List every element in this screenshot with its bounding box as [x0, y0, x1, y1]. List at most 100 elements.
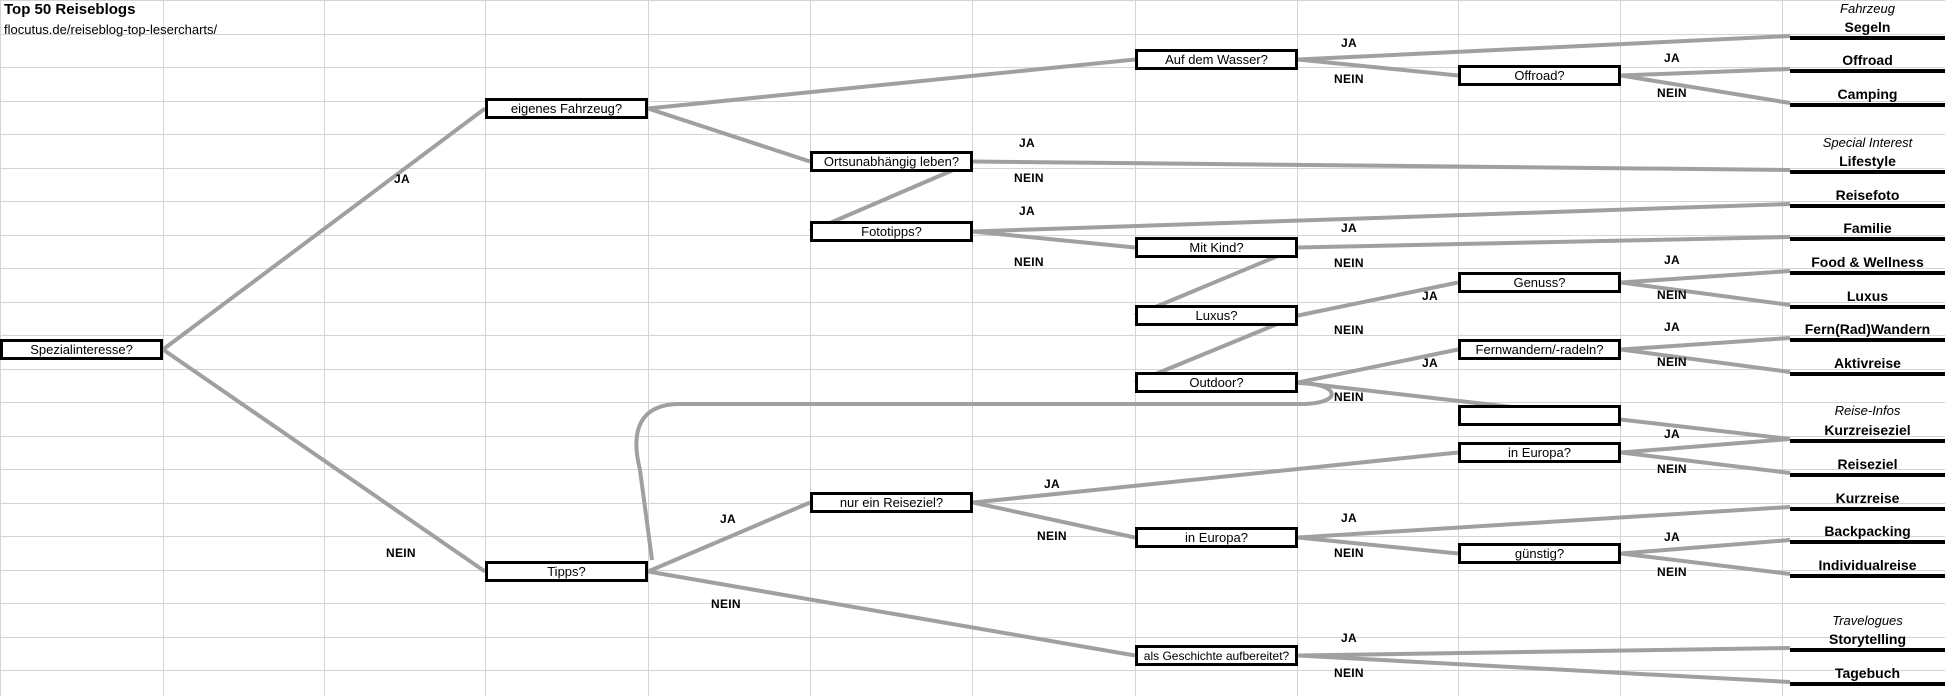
leaf-underline [1790, 576, 1945, 578]
decision-node-label: Offroad? [1514, 68, 1565, 83]
leaf-camping[interactable]: Camping [1790, 85, 1945, 107]
leaf-underline [1790, 239, 1945, 241]
leaf-underline [1790, 71, 1945, 73]
leaf-underline [1790, 38, 1945, 40]
decision-node-label: als Geschichte aufbereitet? [1143, 648, 1290, 663]
decision-node-ortsunabh[interactable]: Ortsunabhängig leben? [810, 151, 973, 172]
decision-node-tipps[interactable]: Tipps? [485, 561, 648, 582]
edge-label-e-europa2-reiseziel: NEIN [1657, 462, 1687, 476]
edge-geschichte-to-storytelling [1297, 646, 1791, 658]
leaf-luxus[interactable]: Luxus [1790, 287, 1945, 309]
leaf-lifestyle[interactable]: Lifestyle [1790, 152, 1945, 174]
edge-root-to-fahrzeug [161, 106, 487, 352]
decision-node-fototipps[interactable]: Fototipps? [810, 221, 973, 242]
decision-node-blank[interactable] [1458, 405, 1621, 426]
decision-node-geschichte[interactable]: als Geschichte aufbereitet? [1135, 645, 1298, 666]
decision-node-label: Tipps? [547, 564, 586, 579]
leaf-individualreise[interactable]: Individualreise [1790, 556, 1945, 578]
decision-node-offroadq[interactable]: Offroad? [1458, 65, 1621, 86]
leaf-tagebuch[interactable]: Tagebuch [1790, 664, 1945, 686]
decision-node-outdoor[interactable]: Outdoor? [1135, 372, 1298, 393]
decision-node-europa1[interactable]: in Europa? [1135, 527, 1298, 548]
edge-label-e-root-fahrzeug: JA [394, 172, 410, 186]
edge-nureinziel-to-europa2 [972, 450, 1459, 505]
decision-node-label: günstig? [1514, 546, 1565, 561]
decision-node-root[interactable]: Spezialinteresse? [0, 339, 163, 360]
leaf-underline [1790, 206, 1945, 208]
leaf-label: Reisefoto [1835, 187, 1900, 203]
edge-ortsunabh-to-lifestyle [972, 159, 1791, 172]
edge-label-e-luxusq-outdoor: NEIN [1334, 323, 1364, 337]
leaf-foodwellness[interactable]: Food & Wellness [1790, 253, 1945, 275]
edge-europa2-to-reiseziel [1620, 450, 1791, 475]
leaf-familie[interactable]: Familie [1790, 219, 1945, 241]
decision-node-label: Mit Kind? [1189, 240, 1244, 255]
decision-node-label: Genuss? [1513, 275, 1566, 290]
edge-genuss-to-foodwellness [1620, 269, 1791, 285]
category-header-cat-special: Special Interest [1822, 135, 1913, 150]
leaf-storytelling[interactable]: Storytelling [1790, 630, 1945, 652]
category-header-cat-reiseinfos: Reise-Infos [1834, 403, 1901, 418]
edge-label-e-outdoor-fernw: JA [1422, 356, 1438, 370]
leaf-underline [1790, 650, 1945, 652]
edge-europa2-to-kurzreiseziel [1620, 437, 1791, 455]
leaf-kurzreise[interactable]: Kurzreise [1790, 489, 1945, 511]
leaf-offroad[interactable]: Offroad [1790, 51, 1945, 73]
leaf-underline [1790, 684, 1945, 686]
leaf-kurzreiseziel[interactable]: Kurzreiseziel [1790, 421, 1945, 443]
decision-node-genuss[interactable]: Genuss? [1458, 272, 1621, 293]
leaf-reiseziel[interactable]: Reiseziel [1790, 455, 1945, 477]
leaf-fernradwandern[interactable]: Fern(Rad)Wandern [1790, 320, 1945, 342]
edge-label-e-root-tipps: NEIN [386, 546, 416, 560]
leaf-underline [1790, 475, 1945, 477]
leaf-reisefoto[interactable]: Reisefoto [1790, 186, 1945, 208]
leaf-underline [1790, 509, 1945, 511]
decision-node-label: in Europa? [1508, 445, 1571, 460]
decision-node-label: eigenes Fahrzeug? [510, 101, 623, 116]
edge-label-e-luxusq-genuss: JA [1422, 289, 1438, 303]
decision-node-label: Outdoor? [1189, 375, 1244, 390]
edge-fahrzeug-to-ortsunabh [647, 106, 811, 164]
edge-label-e-wasser-offroadq: NEIN [1334, 72, 1364, 86]
edge-europa1-to-kurzreise [1297, 505, 1791, 540]
edge-label-e-tipps-gesch: NEIN [711, 597, 741, 611]
decision-node-mitkind[interactable]: Mit Kind? [1135, 237, 1298, 258]
decision-node-fahrzeug[interactable]: eigenes Fahrzeug? [485, 98, 648, 119]
edge-label-e-mitkind-familie: JA [1341, 221, 1357, 235]
leaf-backpacking[interactable]: Backpacking [1790, 522, 1945, 544]
edge-genuss-to-luxus [1620, 280, 1791, 307]
source-url: flocutus.de/reiseblog-top-lesercharts/ [4, 22, 218, 37]
decision-node-guenstig[interactable]: günstig? [1458, 543, 1621, 564]
edge-label-e-tipps-nurein: JA [720, 512, 736, 526]
decision-node-fernwandern[interactable]: Fernwandern/-radeln? [1458, 339, 1621, 360]
leaf-aktivreise[interactable]: Aktivreise [1790, 354, 1945, 376]
edge-label-e-mitkind-luxusq: NEIN [1334, 256, 1364, 270]
edge-outdoor-wrap-connector [634, 381, 1334, 561]
decision-node-label: Spezialinteresse? [30, 342, 133, 357]
decision-node-label: nur ein Reiseziel? [839, 495, 944, 510]
leaf-segeln[interactable]: Segeln [1790, 18, 1945, 40]
edge-tipps-to-nureinziel [647, 500, 811, 574]
decision-node-nureinziel[interactable]: nur ein Reiseziel? [810, 492, 973, 513]
leaf-label: Kurzreise [1835, 490, 1900, 506]
edge-label-e-nurein-europa2: JA [1044, 477, 1060, 491]
decision-node-europa2[interactable]: in Europa? [1458, 442, 1621, 463]
edge-label-e-foto-mitkind: NEIN [1014, 255, 1044, 269]
edge-wasser-to-segeln [1297, 34, 1791, 62]
edge-label-e-nurein-europa1: NEIN [1037, 529, 1067, 543]
edge-fernwandern-to-aktivreise [1620, 347, 1791, 374]
edge-label-e-europa1-kurzreise: JA [1341, 511, 1357, 525]
edge-label-e-guenstig-backp: JA [1664, 530, 1680, 544]
edge-geschichte-to-tagebuch [1297, 653, 1791, 684]
decision-node-wasser[interactable]: Auf dem Wasser? [1135, 49, 1298, 70]
edge-label-e-foto-reisefoto: JA [1019, 204, 1035, 218]
leaf-label: Camping [1837, 86, 1898, 102]
leaf-label: Backpacking [1824, 523, 1911, 539]
edge-tipps-to-geschichte [647, 569, 1136, 658]
decision-node-luxusq[interactable]: Luxus? [1135, 305, 1298, 326]
edge-mitkind-to-luxusq [1134, 245, 1299, 318]
leaf-underline [1790, 374, 1945, 376]
category-header-cat-travel: Travelogues [1832, 613, 1903, 628]
edge-mitkind-to-familie [1297, 235, 1791, 250]
